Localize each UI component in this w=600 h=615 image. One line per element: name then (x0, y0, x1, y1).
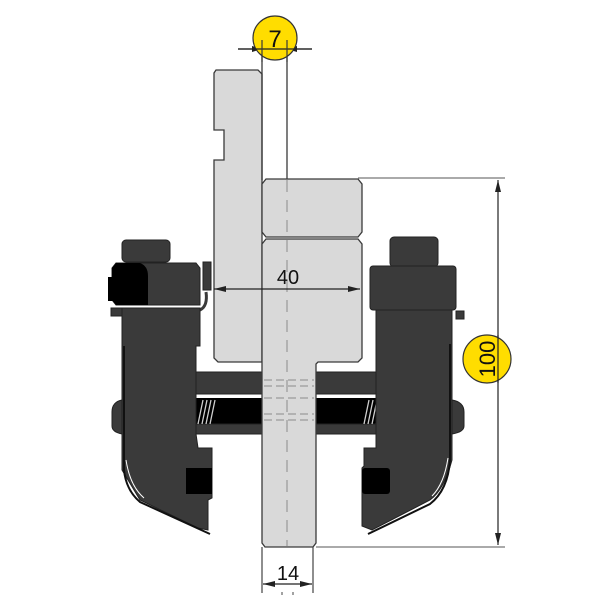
right-clamp (361, 236, 465, 535)
left-clamp (108, 239, 213, 535)
dimension-label-7: 7 (268, 26, 281, 53)
dimension-label-40: 40 (277, 267, 299, 289)
left-spring-icon (197, 399, 216, 425)
dimension-badge-100: 100 (462, 334, 512, 384)
dimension-body-width: 40 (214, 267, 360, 292)
dimension-label-100: 100 (475, 341, 500, 378)
dimension-label-14: 14 (277, 563, 299, 585)
dimension-badge-7: 7 (238, 15, 312, 62)
punch-tool (261, 45, 363, 548)
dimension-tip-width: 14 (261, 547, 314, 595)
right-spring-icon (363, 399, 382, 425)
upper-adapter (213, 69, 263, 363)
